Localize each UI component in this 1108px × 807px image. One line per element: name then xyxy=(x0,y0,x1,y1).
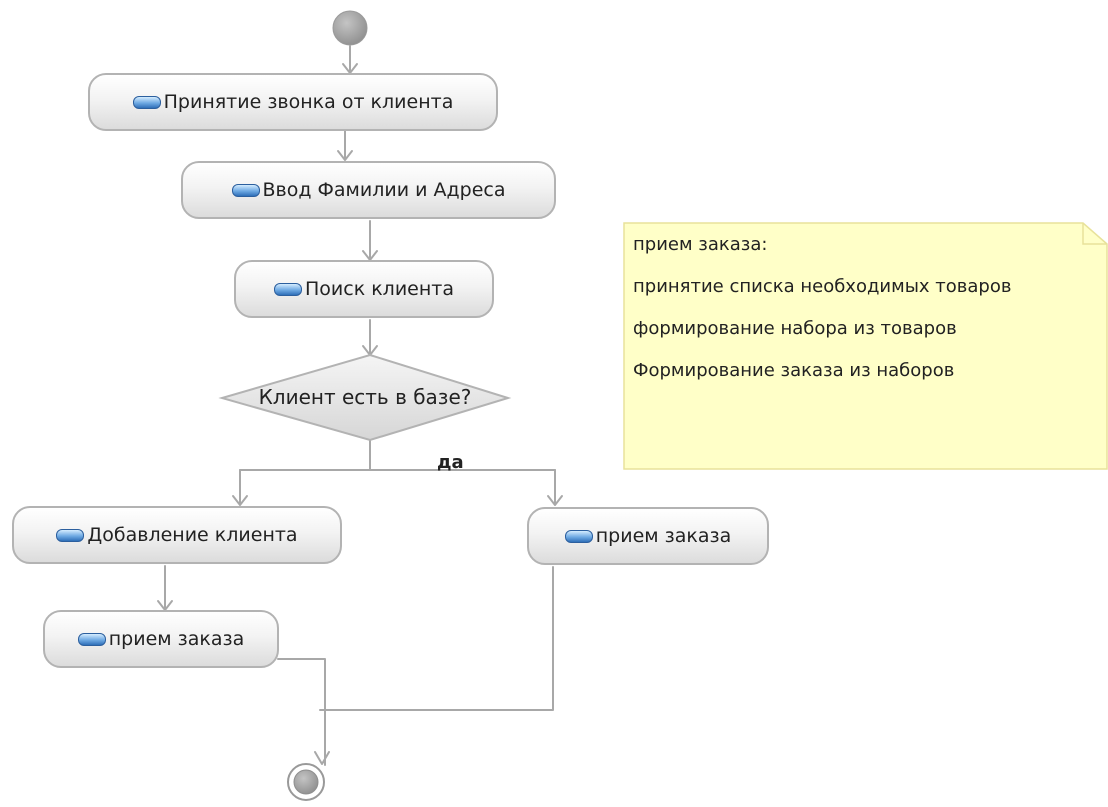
action-label: прием заказа xyxy=(108,628,245,650)
action-call[interactable]: Принятие звонка от клиента xyxy=(88,73,498,131)
note-line: принятие списка необходимых товаров xyxy=(633,276,1012,297)
edge-to-order-right xyxy=(547,469,563,506)
action-search[interactable]: Поиск клиента xyxy=(234,260,494,318)
action-label: Принятие звонка от клиента xyxy=(163,91,454,113)
start-node xyxy=(332,10,368,46)
action-icon xyxy=(231,183,260,197)
note-title: прием заказа: xyxy=(633,234,768,255)
edge-call-input xyxy=(337,130,353,161)
action-icon xyxy=(77,632,106,646)
end-node-core xyxy=(293,769,319,795)
action-label: Поиск клиента xyxy=(304,278,454,300)
action-icon xyxy=(56,528,85,542)
action-add-client[interactable]: Добавление клиента xyxy=(12,506,342,564)
action-order-right[interactable]: прием заказа xyxy=(527,507,769,565)
branch-label-yes: да xyxy=(437,452,464,473)
edge-input-search xyxy=(362,220,378,261)
note-shape xyxy=(623,222,1108,470)
action-label: прием заказа xyxy=(595,525,732,547)
edge-add-order xyxy=(157,565,173,611)
action-icon xyxy=(564,529,593,543)
note-line: формирование набора из товаров xyxy=(633,318,957,339)
action-input[interactable]: Ввод Фамилии и Адреса xyxy=(181,161,556,219)
edge-to-add xyxy=(232,469,248,506)
note-line: Формирование заказа из наборов xyxy=(633,360,955,381)
action-label: Добавление клиента xyxy=(87,524,298,546)
note-box: прием заказа: принятие списка необходимы… xyxy=(623,222,1108,470)
edge-start-call xyxy=(342,45,358,74)
decision-label: Клиент есть в базе? xyxy=(258,385,472,409)
action-icon xyxy=(273,282,302,296)
edge-search-decision xyxy=(362,319,378,356)
decision-diamond xyxy=(218,353,512,442)
edge-decision-split xyxy=(239,439,556,471)
edge-order-left-end xyxy=(277,658,330,766)
action-icon xyxy=(132,95,161,109)
edge-order-right-end xyxy=(319,566,554,711)
action-label: Ввод Фамилии и Адреса xyxy=(262,179,506,201)
action-order-left[interactable]: прием заказа xyxy=(43,610,279,668)
